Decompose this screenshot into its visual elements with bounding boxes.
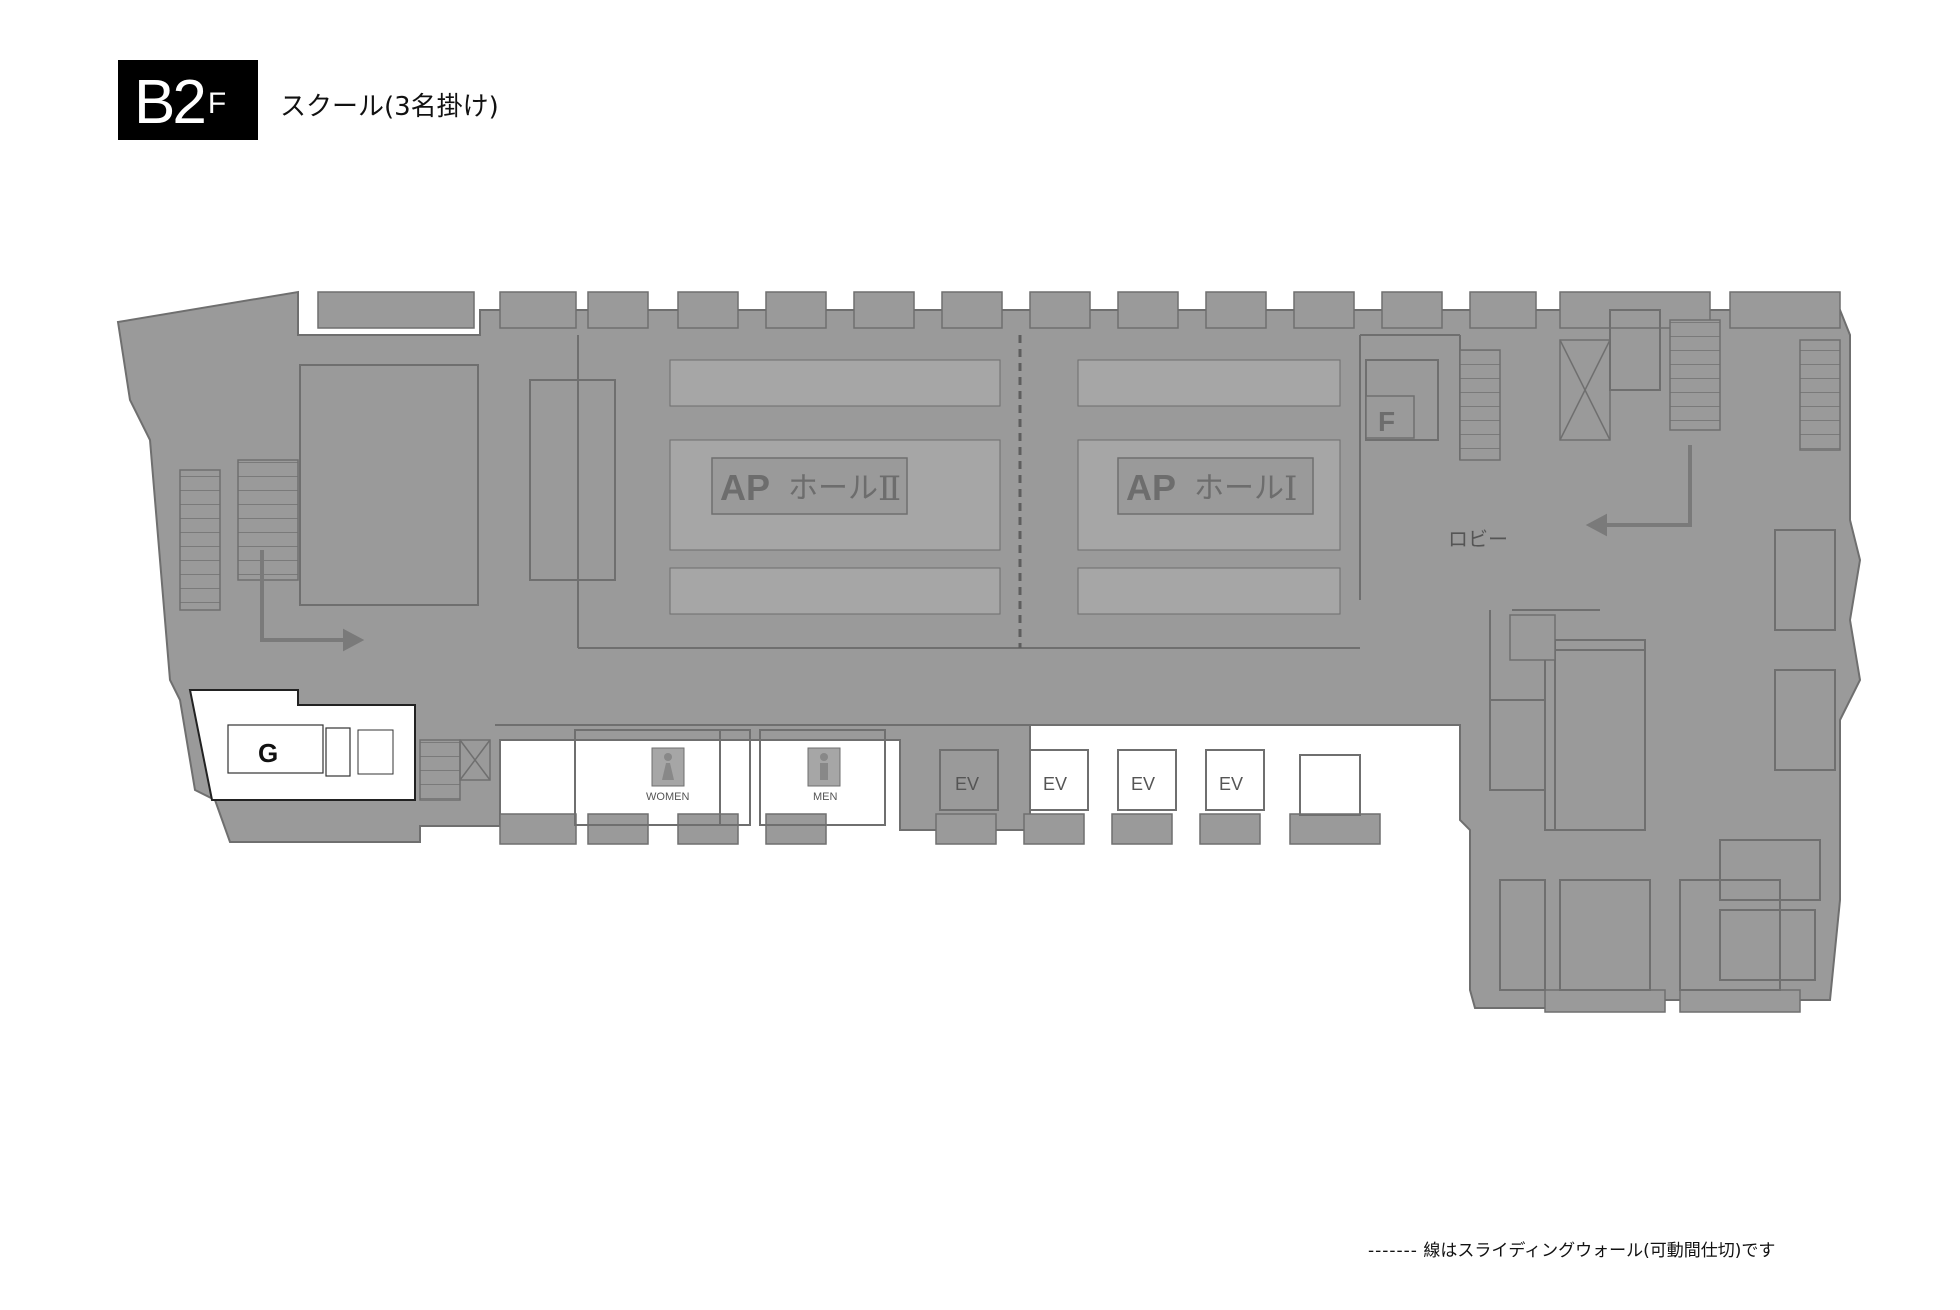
hall-2-numeral: Ⅱ	[878, 469, 901, 509]
stairs	[179, 319, 1841, 801]
hall-2-label: AP	[720, 467, 770, 508]
ev-4: EV	[1219, 774, 1243, 794]
floor-badge: B2 F	[118, 60, 258, 140]
ev-3: EV	[1131, 774, 1155, 794]
hall-1-label-box	[1117, 457, 1314, 515]
hall-2-prefix: AP	[720, 467, 770, 508]
hall-1-prefix: AP	[1126, 467, 1176, 508]
interior-walls	[299, 309, 1836, 991]
room-f-label: F	[1378, 406, 1395, 437]
top-windows	[317, 291, 1841, 329]
men-label: MEN	[813, 791, 838, 803]
layout-title: スクール(3名掛け)	[280, 92, 499, 122]
lobby-label: ロビー	[1448, 527, 1508, 551]
women-restroom-icon	[651, 747, 685, 787]
ev-1: EV	[955, 774, 979, 794]
floor-suffix: F	[207, 87, 227, 120]
note-text: 線はスライディングウォール(可動間仕切)です	[1423, 1241, 1776, 1261]
men-restroom-icon	[807, 747, 841, 787]
smoking-area-box	[1509, 614, 1556, 661]
hall-2-label-box	[711, 457, 908, 515]
room-g-label: G	[258, 738, 278, 768]
floor-number: B2	[134, 68, 207, 137]
women-label: WOMEN	[646, 791, 689, 803]
room-f-label-box	[1365, 395, 1415, 439]
hall-1-label: AP	[1126, 467, 1176, 508]
hall-1-name: ホール	[1194, 471, 1284, 506]
hall-1-numeral: Ⅰ	[1284, 469, 1297, 509]
room-g	[188, 689, 416, 801]
dash-sample: -------	[1368, 1241, 1418, 1261]
hall-2-name: ホール	[788, 471, 878, 506]
ev-2: EV	[1043, 774, 1067, 794]
direction-arrows	[260, 445, 1692, 652]
sliding-wall-note: ------- 線はスライディングウォール(可動間仕切)です	[1368, 1236, 1775, 1261]
